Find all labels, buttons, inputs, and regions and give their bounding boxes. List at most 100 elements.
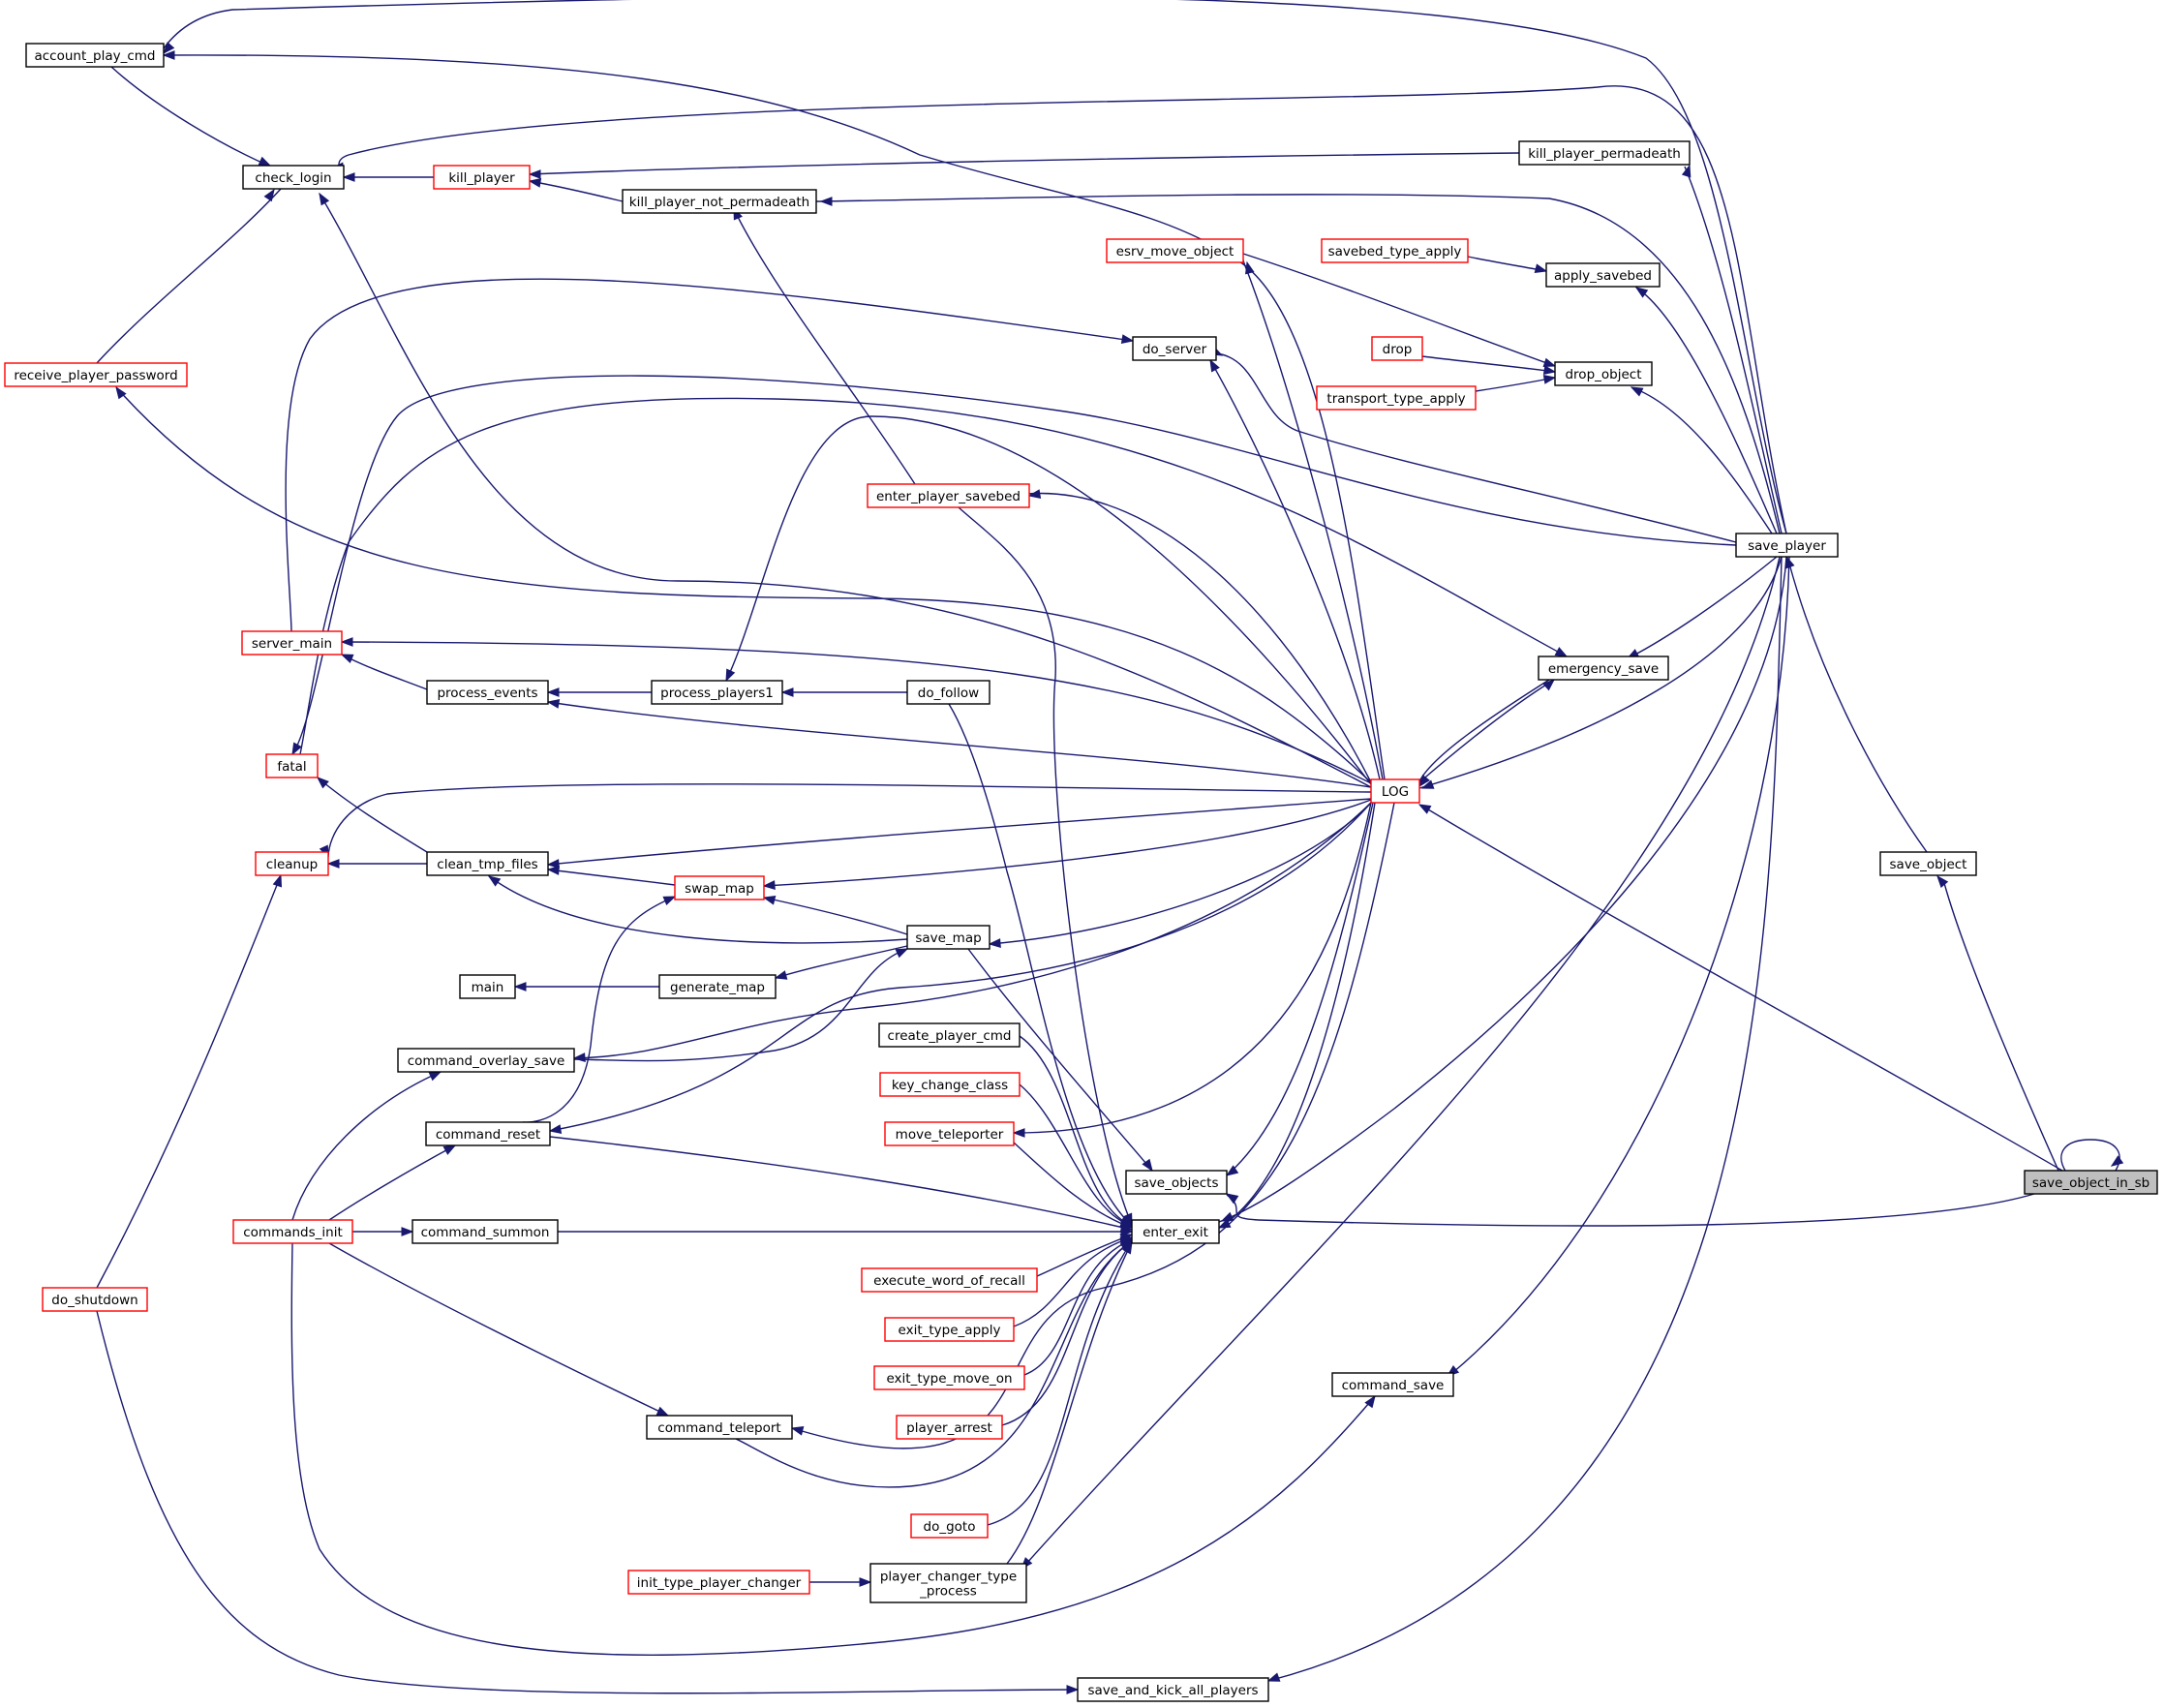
node-box[interactable] xyxy=(397,1048,575,1073)
node-box[interactable] xyxy=(1125,1170,1228,1195)
node-player-arrest[interactable]: player_arrest xyxy=(896,1415,1003,1440)
node-box[interactable] xyxy=(1077,1677,1269,1702)
node-do-goto[interactable]: do_goto xyxy=(910,1513,989,1539)
node-box[interactable] xyxy=(1321,238,1469,263)
node-box[interactable] xyxy=(869,1563,1027,1603)
node-box[interactable] xyxy=(651,680,783,705)
node-save-objects[interactable]: save_objects xyxy=(1125,1170,1228,1195)
node-box[interactable] xyxy=(906,680,991,705)
node-box[interactable] xyxy=(1554,361,1653,386)
node-account-play-cmd[interactable]: account_play_cmd xyxy=(25,43,165,68)
node-box[interactable] xyxy=(1132,336,1217,361)
node-enter-player-savebed[interactable]: enter_player_savebed xyxy=(867,483,1030,508)
node-save-player[interactable]: save_player xyxy=(1735,533,1839,558)
node-box[interactable] xyxy=(884,1121,1015,1146)
node-fatal[interactable]: fatal xyxy=(265,753,319,778)
node-command-reset[interactable]: command_reset xyxy=(425,1121,551,1146)
node-kill-player-not-permadeath[interactable]: kill_player_not_permadeath xyxy=(622,189,817,214)
node-kill-player-permadeath[interactable]: kill_player_permadeath xyxy=(1518,140,1691,166)
node-save-object[interactable]: save_object xyxy=(1879,851,1977,876)
node-emergency-save[interactable]: emergency_save xyxy=(1538,656,1669,681)
node-player-changer-type-process[interactable]: player_changer_type_process xyxy=(869,1563,1027,1603)
node-box[interactable] xyxy=(42,1287,148,1312)
node-box[interactable] xyxy=(1879,851,1977,876)
node-server-main[interactable]: server_main xyxy=(241,630,343,656)
node-transport-type-apply[interactable]: transport_type_apply xyxy=(1316,385,1477,411)
node-box[interactable] xyxy=(884,1317,1015,1342)
node-box[interactable] xyxy=(25,43,165,68)
node-command-summon[interactable]: command_summon xyxy=(411,1219,559,1244)
node-box[interactable] xyxy=(241,630,343,656)
node-kill-player[interactable]: kill_player xyxy=(433,165,531,190)
node-box[interactable] xyxy=(1316,385,1477,411)
node-box[interactable] xyxy=(906,925,991,950)
node-box[interactable] xyxy=(1370,778,1420,804)
node-exit-type-move-on[interactable]: exit_type_move_on xyxy=(873,1365,1025,1390)
node-main[interactable]: main xyxy=(459,974,516,999)
node-box[interactable] xyxy=(4,362,188,387)
node-init-type-player-changer[interactable]: init_type_player_changer xyxy=(627,1570,810,1595)
node-box[interactable] xyxy=(411,1219,559,1244)
node-commands-init[interactable]: commands_init xyxy=(232,1219,353,1244)
node-box[interactable] xyxy=(873,1365,1025,1390)
node-box[interactable] xyxy=(265,753,319,778)
node-move-teleporter[interactable]: move_teleporter xyxy=(884,1121,1015,1146)
node-command-overlay-save[interactable]: command_overlay_save xyxy=(397,1048,575,1073)
node-receive-player-password[interactable]: receive_player_password xyxy=(4,362,188,387)
node-swap-map[interactable]: swap_map xyxy=(674,875,765,900)
node-process-players1[interactable]: process_players1 xyxy=(651,680,783,705)
node-box[interactable] xyxy=(646,1415,793,1440)
node-box[interactable] xyxy=(1518,140,1691,166)
node-box[interactable] xyxy=(1331,1372,1454,1397)
node-save-and-kick-all-players[interactable]: save_and_kick_all_players xyxy=(1077,1677,1269,1702)
node-box[interactable] xyxy=(1735,533,1839,558)
node-save-object-in-sb[interactable]: save_object_in_sb xyxy=(2024,1170,2158,1195)
node-box[interactable] xyxy=(459,974,516,999)
node-box[interactable] xyxy=(426,851,549,876)
node-savebed-type-apply[interactable]: savebed_type_apply xyxy=(1321,238,1469,263)
node-generate-map[interactable]: generate_map xyxy=(658,974,777,999)
node-execute-word-of-recall[interactable]: execute_word_of_recall xyxy=(861,1267,1038,1293)
node-box[interactable] xyxy=(1538,656,1669,681)
node-box[interactable] xyxy=(658,974,777,999)
node-box[interactable] xyxy=(674,875,765,900)
node-drop-object[interactable]: drop_object xyxy=(1554,361,1653,386)
node-exit-type-apply[interactable]: exit_type_apply xyxy=(884,1317,1015,1342)
node-box[interactable] xyxy=(242,165,345,190)
node-cleanup[interactable]: cleanup xyxy=(255,851,329,876)
node-do-server[interactable]: do_server xyxy=(1132,336,1217,361)
node-box[interactable] xyxy=(433,165,531,190)
node-box[interactable] xyxy=(1545,262,1661,288)
node-box[interactable] xyxy=(1106,238,1244,263)
node-esrv-move-object[interactable]: esrv_move_object xyxy=(1106,238,1244,263)
node-box[interactable] xyxy=(910,1513,989,1539)
node-key-change-class[interactable]: key_change_class xyxy=(879,1072,1021,1097)
node-check-login[interactable]: check_login xyxy=(242,165,345,190)
node-process-events[interactable]: process_events xyxy=(426,680,549,705)
node-command-teleport[interactable]: command_teleport xyxy=(646,1415,793,1440)
node-box[interactable] xyxy=(896,1415,1003,1440)
node-do-shutdown[interactable]: do_shutdown xyxy=(42,1287,148,1312)
node-box[interactable] xyxy=(2024,1170,2158,1195)
node-box[interactable] xyxy=(879,1072,1021,1097)
node-clean-tmp-files[interactable]: clean_tmp_files xyxy=(426,851,549,876)
node-box[interactable] xyxy=(627,1570,810,1595)
node-do-follow[interactable]: do_follow xyxy=(906,680,991,705)
node-box[interactable] xyxy=(255,851,329,876)
node-apply-savebed[interactable]: apply_savebed xyxy=(1545,262,1661,288)
node-LOG[interactable]: LOG xyxy=(1370,778,1420,804)
node-box[interactable] xyxy=(861,1267,1038,1293)
node-box[interactable] xyxy=(878,1022,1021,1048)
node-box[interactable] xyxy=(622,189,817,214)
node-box[interactable] xyxy=(867,483,1030,508)
node-box[interactable] xyxy=(1371,336,1423,361)
node-save-map[interactable]: save_map xyxy=(906,925,991,950)
node-box[interactable] xyxy=(426,680,549,705)
node-box[interactable] xyxy=(232,1219,353,1244)
node-box[interactable] xyxy=(425,1121,551,1146)
node-enter-exit[interactable]: enter_exit xyxy=(1131,1219,1220,1244)
node-create-player-cmd[interactable]: create_player_cmd xyxy=(878,1022,1021,1048)
node-drop[interactable]: drop xyxy=(1371,336,1423,361)
node-box[interactable] xyxy=(1131,1219,1220,1244)
node-command-save[interactable]: command_save xyxy=(1331,1372,1454,1397)
